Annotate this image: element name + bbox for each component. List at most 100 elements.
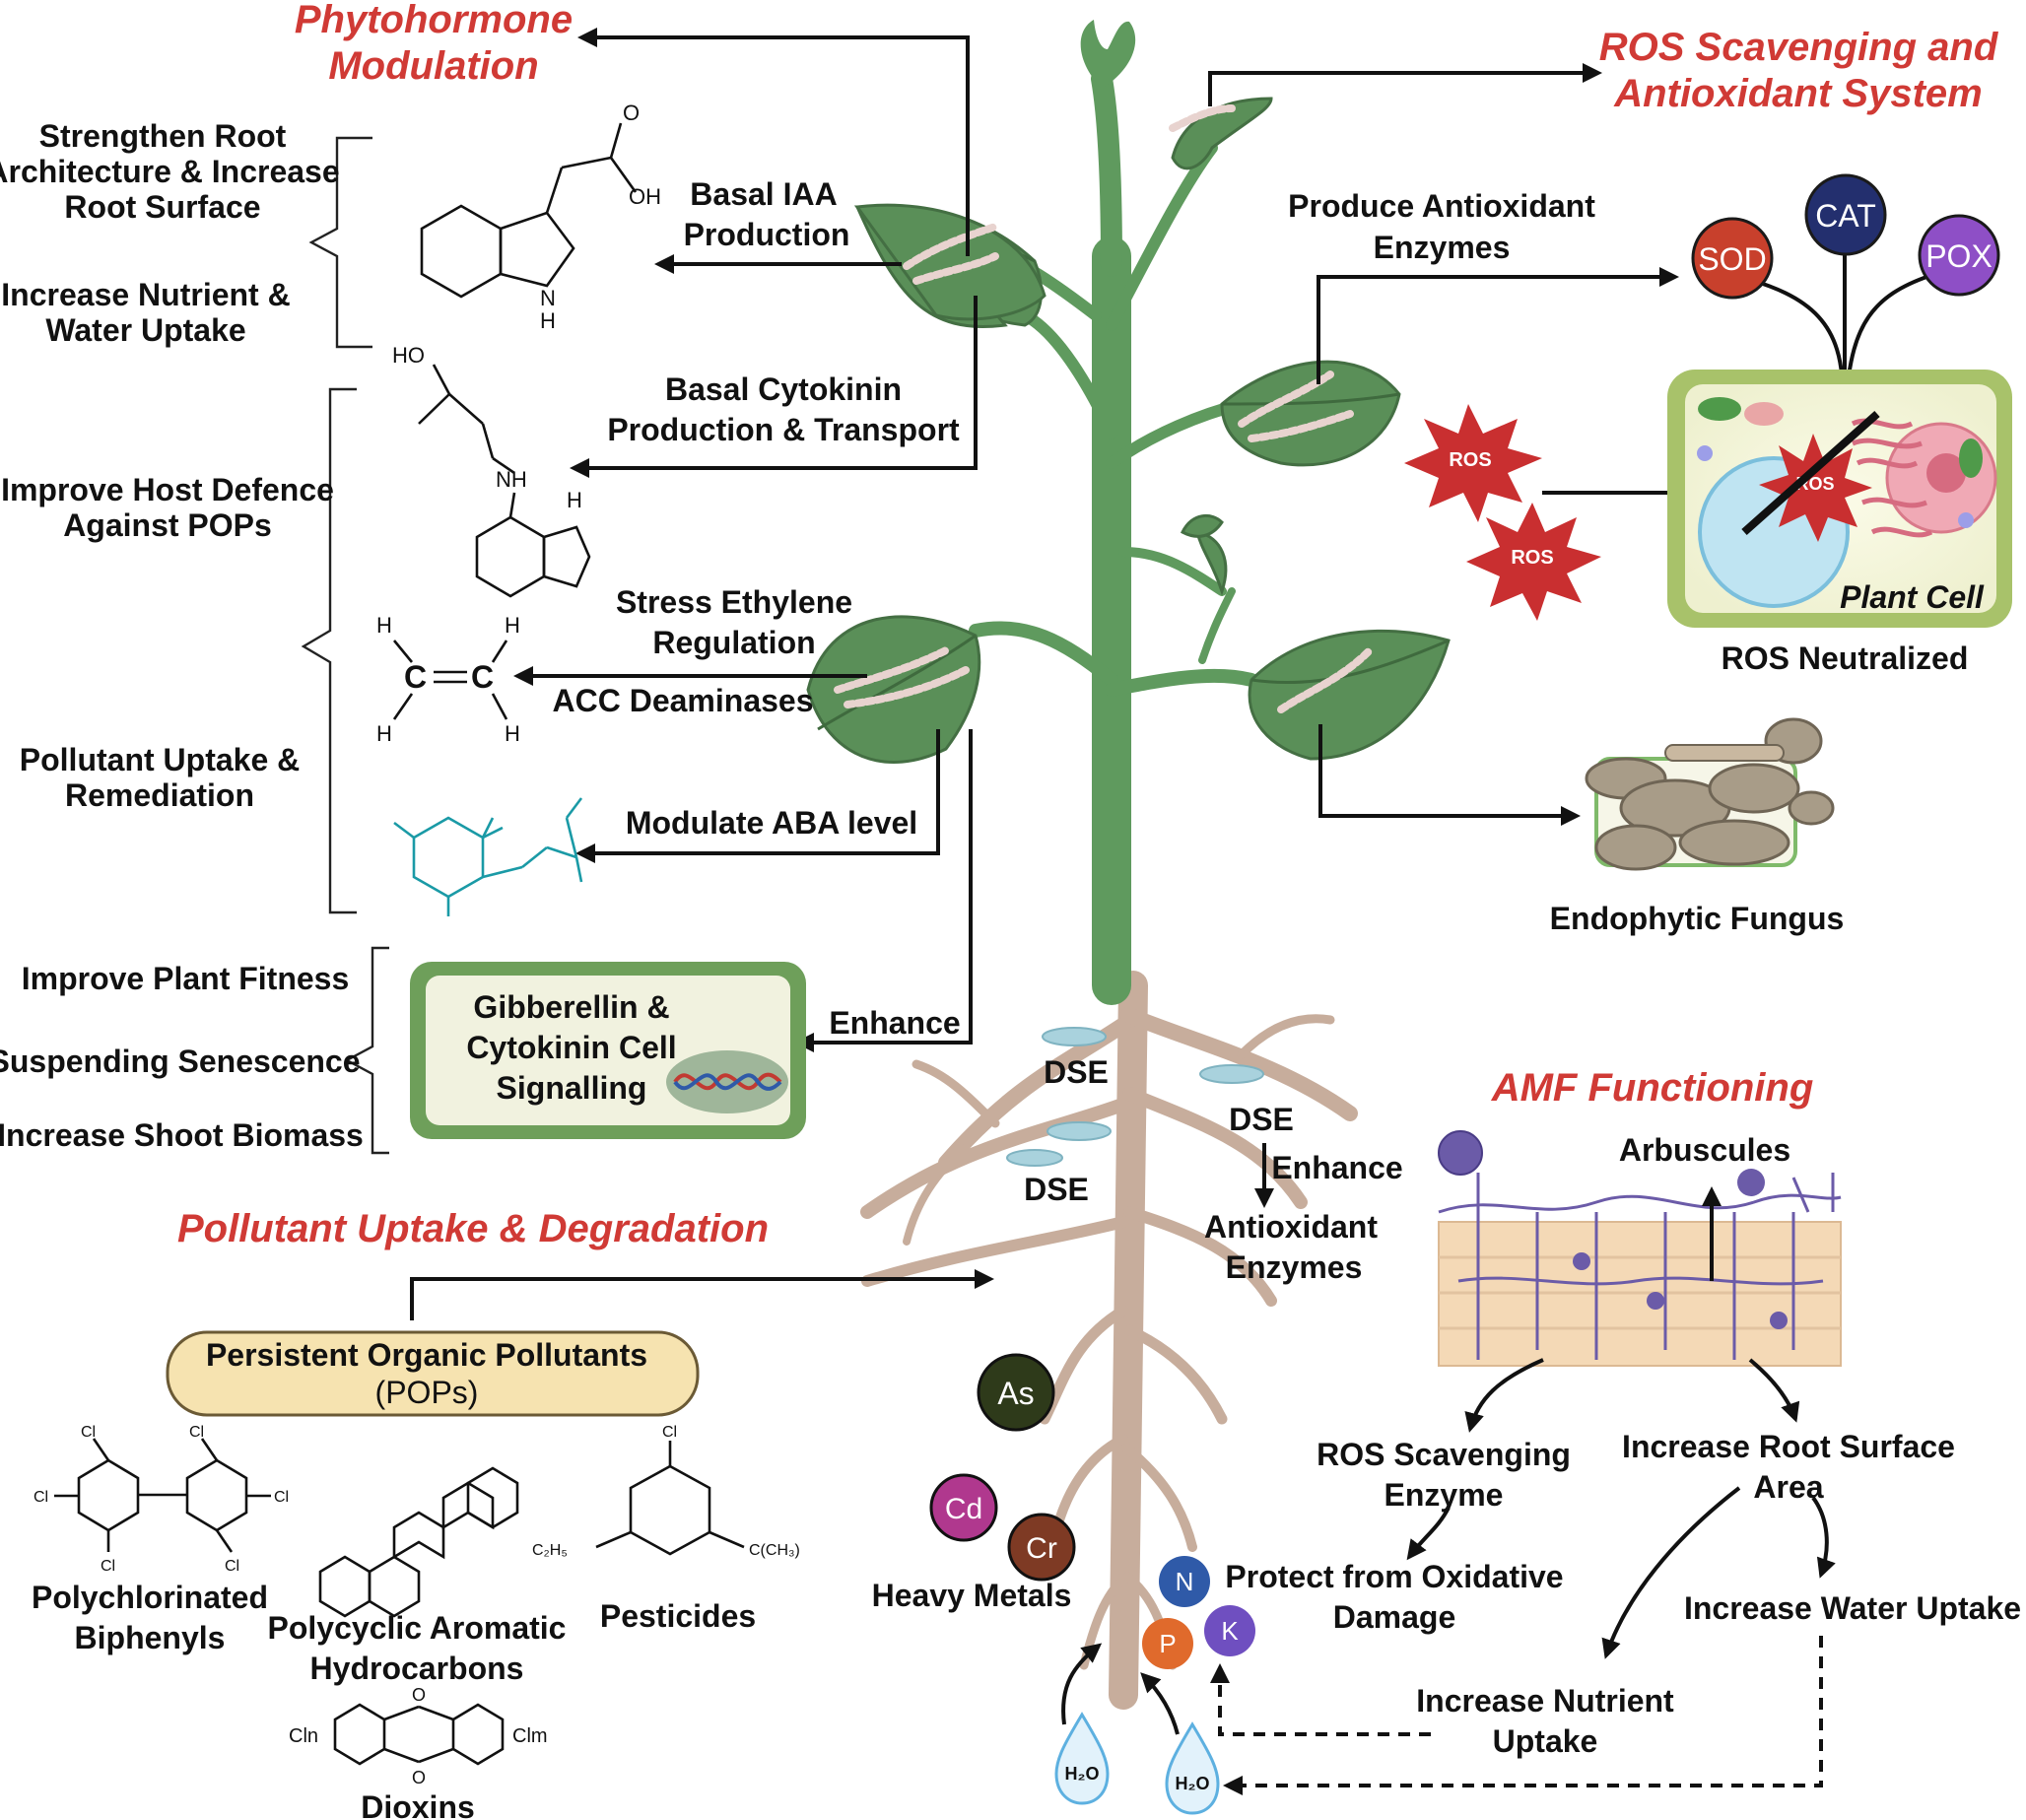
gib-3: Signalling: [497, 1070, 647, 1106]
amf-section: Arbuscules ROS Scavenging Enzyme Increas…: [1317, 1130, 2021, 1759]
pcb-2: Biphenyls: [75, 1620, 226, 1655]
produce-2: Enzymes: [1374, 230, 1511, 265]
pcb-cl-5: Cl: [274, 1489, 289, 1506]
plant-cell: ROS Plant Cell: [1667, 370, 2012, 628]
arbuscules-label: Arbuscules: [1619, 1132, 1790, 1168]
effect-defence-2: Against POPs: [63, 507, 272, 543]
left-effects: Strengthen Root Architecture & Increase …: [0, 118, 364, 1153]
ethylene-c2: C: [471, 659, 494, 695]
effect-defence-1: Improve Host Defence: [1, 472, 334, 507]
dse-capsules: [1006, 1027, 1264, 1167]
gib-1: Gibberellin &: [473, 989, 669, 1025]
water-label-2: H₂O: [1176, 1774, 1210, 1793]
fungus-label: Endophytic Fungus: [1550, 901, 1845, 936]
iaa-structure: O OH N H: [420, 101, 661, 333]
as-circle: [977, 1353, 1055, 1432]
water-label-1: H₂O: [1065, 1764, 1100, 1784]
cr-circle: [1007, 1513, 1076, 1582]
effect-nutrient-1: Increase Nutrient &: [1, 277, 290, 312]
iaa-2: Production: [684, 217, 850, 252]
pox-circle: [1918, 214, 2000, 297]
heavy-metals-label: Heavy Metals: [872, 1578, 1072, 1613]
title-phytohormone-1: Phytohormone: [295, 0, 573, 41]
iaa-o: O: [623, 101, 640, 125]
effect-uptake-1: Pollutant Uptake &: [20, 742, 300, 777]
ethylene-h3: H: [505, 613, 520, 638]
antioxidant-1: Antioxidant: [1204, 1209, 1378, 1245]
effect-fitness: Improve Plant Fitness: [22, 961, 350, 996]
aba: Modulate ABA level: [626, 805, 917, 841]
pcb-structure: Cl Cl Cl Cl Cl Cl: [34, 1424, 289, 1575]
roots-enhance: Enhance: [1271, 1150, 1402, 1185]
p-label: P: [1159, 1629, 1176, 1658]
pah-structure: [318, 1466, 519, 1618]
effect-root-arch-3: Root Surface: [64, 189, 260, 225]
water-drop-2: H₂O: [1165, 1721, 1220, 1815]
amf-nutrient-1: Increase Nutrient: [1416, 1683, 1674, 1719]
pest-cch3: C(CH₃): [749, 1542, 800, 1559]
ros-label-2: ROS: [1511, 547, 1553, 569]
ros-neutralized: ROS Neutralized: [1722, 640, 1969, 676]
ethylene-1: Stress Ethylene: [616, 584, 852, 620]
dioxin-o-2: O: [412, 1768, 426, 1787]
cr-label: Cr: [1026, 1532, 1057, 1565]
leaf-upper-left-blade: [854, 203, 1047, 321]
dioxins: Dioxins: [361, 1789, 475, 1820]
amf-water-uptake: Increase Water Uptake: [1684, 1590, 2021, 1626]
amf-ros-2: Enzyme: [1384, 1477, 1504, 1513]
pcb-cl-3: Cl: [101, 1558, 115, 1575]
iaa-n: N: [540, 286, 556, 310]
effect-senescence: Suspending Senescence: [0, 1044, 361, 1079]
p-circle: [1142, 1618, 1193, 1669]
gibberellin-box: Gibberellin & Cytokinin Cell Signalling: [410, 962, 806, 1139]
effect-root-arch-2: Architecture & Increase: [0, 154, 340, 189]
pcb-cl-1: Cl: [81, 1424, 96, 1441]
amf-nutrient-2: Uptake: [1493, 1723, 1598, 1759]
pest-c2h5: C₂H₅: [532, 1542, 568, 1559]
dioxin-structure: O O Cln Clm: [289, 1685, 548, 1787]
dna-icon: [666, 1050, 788, 1113]
pcb-cl-4: Cl: [189, 1424, 204, 1441]
cd-circle: [929, 1473, 998, 1542]
dse-1: DSE: [1044, 1054, 1109, 1090]
phytohormone-arrows: [410, 28, 994, 1320]
dse-3: DSE: [1024, 1172, 1089, 1207]
zeatin-n-h: H: [567, 488, 582, 512]
dioxin-o-1: O: [412, 1685, 426, 1705]
ethylene-h2: H: [376, 721, 392, 746]
pops-box: [166, 1330, 700, 1417]
acc: ACC Deaminases: [553, 683, 814, 718]
pest-cl: Cl: [662, 1424, 677, 1441]
amf-root-1: Increase Root Surface: [1622, 1429, 1955, 1464]
iaa-1: Basal IAA: [690, 176, 837, 212]
n-label: N: [1176, 1567, 1194, 1596]
pox-label: POX: [1925, 238, 1992, 274]
sod-label: SOD: [1698, 241, 1766, 277]
protect-2: Damage: [1333, 1599, 1456, 1635]
root-system: [860, 971, 1358, 1710]
effect-nutrient-2: Water Uptake: [45, 312, 245, 348]
amf-root-2: Area: [1753, 1469, 1823, 1505]
top-bud: [1080, 20, 1136, 89]
pah-2: Hydrocarbons: [310, 1651, 524, 1686]
n-circle: [1159, 1556, 1210, 1607]
plant-cell-label: Plant Cell: [1840, 579, 1985, 615]
ethylene-c1: C: [404, 659, 427, 695]
pesticide-structure: Cl C₂H₅ C(CH₃): [532, 1424, 800, 1559]
cat-circle: [1804, 173, 1887, 256]
ros-burst-2: [1466, 503, 1601, 621]
gib-2: Cytokinin Cell: [466, 1030, 676, 1065]
ros-label-1: ROS: [1449, 449, 1491, 471]
pollutants-section: Persistent Organic Pollutants (POPs) Cl …: [32, 1330, 800, 1820]
fungus-illustration: [1585, 717, 1835, 871]
pesticides: Pesticides: [600, 1598, 756, 1634]
as-label: As: [997, 1376, 1034, 1411]
metals-section: As Cd Cr Heavy Metals N P K Protect from…: [872, 1353, 1823, 1815]
water-drop-1: H₂O: [1054, 1712, 1110, 1805]
produce-1: Produce Antioxidant: [1288, 188, 1595, 224]
ros-burst-1: [1404, 404, 1542, 522]
effect-biomass: Increase Shoot Biomass: [0, 1117, 364, 1153]
protect-1: Protect from Oxidative: [1225, 1559, 1563, 1594]
effect-root-arch-1: Strengthen Root: [39, 118, 287, 154]
